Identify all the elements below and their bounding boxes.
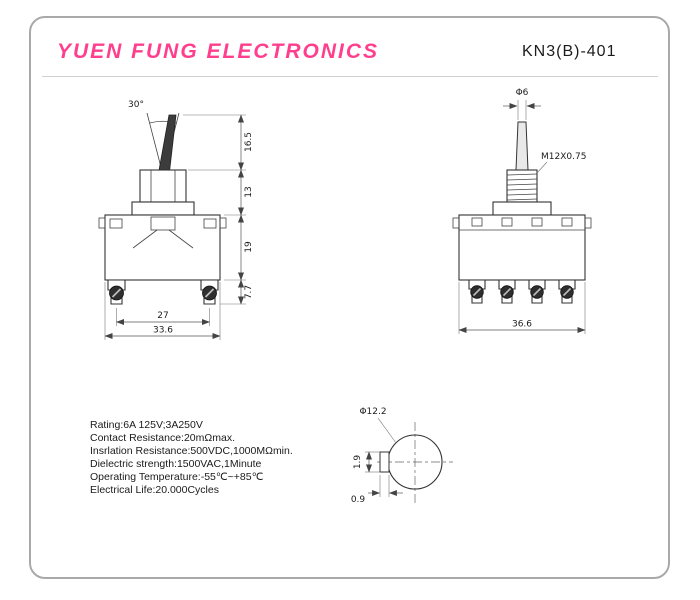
front-vertical-dimensions: 16.5 13 19 7.7	[183, 114, 254, 305]
dim-hole-diameter: Φ12.2	[359, 407, 386, 417]
thread-label-group: M12X0.75	[536, 152, 586, 174]
dim-body-width: 33.6	[153, 326, 173, 336]
toggle-lever	[157, 114, 177, 177]
keyway-depth-dimension: 0.9	[351, 475, 403, 505]
mounting-hole-drawing: Φ12.2 1.9 0.9	[351, 407, 453, 506]
flange-washer-side	[492, 201, 552, 216]
switch-body-side	[452, 214, 592, 281]
brand-logo: YUEN FUNG ELECTRONICS	[57, 40, 380, 63]
front-width-dimensions: 27 33.6	[104, 282, 221, 340]
thread-spec-label: M12X0.75	[541, 152, 586, 162]
keyway-slot	[379, 451, 390, 473]
terminal-3	[528, 279, 546, 304]
dim-lever-height: 16.5	[244, 132, 254, 152]
side-view-drawing: Φ6 M12X0.75	[452, 88, 592, 334]
dim-lever-diameter: Φ6	[516, 88, 529, 98]
spec-line-rating: Rating:6A 125V;3A250V	[90, 419, 203, 431]
hole-diameter-annotation: Φ12.2	[359, 407, 397, 444]
spec-line-dielectric-strength: Dielectric strength:1500VAC,1Minute	[90, 457, 262, 470]
dim-side-body-width: 36.6	[512, 320, 532, 330]
threaded-bushing	[506, 169, 538, 203]
side-width-dimension: 36.6	[458, 282, 586, 334]
dim-terminal-height: 7.7	[244, 285, 254, 299]
angle-label: 30°	[128, 100, 144, 110]
dim-terminal-spacing: 27	[157, 311, 168, 321]
dim-keyway-depth: 0.9	[351, 495, 366, 505]
spec-line-operating-temperature: Operating Temperature:-55℃~+85℃	[90, 470, 264, 483]
front-view-drawing: 30°	[98, 100, 254, 340]
dim-keyway-width: 1.9	[353, 455, 363, 470]
dim-bushing-height: 13	[244, 186, 254, 197]
header-divider	[42, 76, 658, 77]
terminal-left	[107, 279, 126, 305]
keyway-width-dimension: 1.9	[353, 451, 380, 473]
lever-diameter-annotation: Φ6	[503, 88, 541, 120]
part-number: KN3(B)-401	[522, 43, 617, 60]
dim-body-height: 19	[244, 241, 254, 253]
toggle-lever-side	[515, 121, 529, 171]
hole-centerlines	[377, 422, 453, 506]
terminal-2	[498, 279, 516, 304]
spec-line-insulation-resistance: Insrlation Resistance:500VDC,1000MΩmin.	[90, 444, 293, 457]
terminal-4	[558, 279, 576, 304]
hex-nut	[139, 169, 187, 203]
switch-body	[98, 214, 227, 281]
mounting-hole-circle	[387, 434, 443, 490]
spec-line-contact-resistance: Contact Resistance:20mΩmax.	[90, 431, 235, 444]
specifications-block: Rating:6A 125V;3A250V Contact Resistance…	[90, 419, 293, 496]
flange-washer	[131, 201, 195, 216]
spec-line-electrical-life: Electrical Life:20.000Cycles	[90, 483, 219, 496]
terminal-right	[200, 279, 219, 305]
terminal-1	[468, 279, 486, 304]
